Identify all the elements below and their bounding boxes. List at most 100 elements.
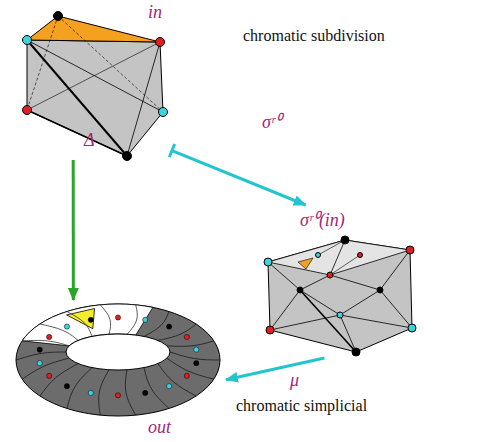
input-complex: [23, 36, 32, 45]
subdivided-complex: [341, 236, 349, 244]
subdivided-complex: [264, 236, 416, 356]
input-complex: [27, 40, 163, 156]
input-complex: [23, 12, 168, 161]
subdivided-complex: [330, 255, 360, 275]
subdivided-complex: [300, 275, 330, 290]
torus-body: [16, 304, 220, 416]
torus-vertex: [37, 347, 42, 352]
subdivided-complex: [352, 348, 360, 356]
torus-edge: [144, 368, 169, 409]
subdivided-complex: [380, 290, 412, 328]
subdivided-complex: [266, 326, 274, 334]
input-complex: [159, 108, 168, 117]
subdivided-complex: [377, 287, 383, 293]
subdivided-complex: [297, 287, 303, 293]
subdivided-complex: [300, 290, 356, 352]
subdivided-complex: [340, 315, 356, 352]
input-complex: [123, 152, 132, 161]
torus-vertex: [167, 324, 172, 329]
subdivided-complex: [330, 275, 380, 290]
subdivided-complex: [268, 240, 412, 352]
torus-vertex: [167, 384, 172, 389]
subdivided-complex: [268, 262, 300, 290]
torus-yellow-simplex: [67, 309, 95, 329]
complex-label: σʳ⁰(in): [300, 210, 345, 231]
torus-vertex: [194, 361, 199, 366]
torus-complex: [16, 304, 220, 416]
subdivided-complex-node: σʳ⁰(in): [262, 205, 418, 358]
input-complex: [27, 42, 160, 110]
subdivided-complex: [358, 253, 363, 258]
subdivided-complex: [340, 315, 412, 328]
mapping-caption: chromatic simplicial: [236, 397, 367, 415]
torus-edge: [67, 368, 92, 409]
torus-edge: [158, 364, 196, 396]
mapsto-bar: [169, 144, 174, 157]
torus-vertex: [47, 373, 52, 378]
torus-edge: [67, 312, 92, 337]
input-complex: [23, 106, 32, 115]
subdivided-complex: [264, 258, 272, 266]
torus-vertex: [64, 324, 69, 329]
subdivided-complex: [327, 272, 333, 278]
torus-edge: [22, 340, 69, 345]
torus-edge: [158, 324, 196, 340]
input-complex: [54, 12, 63, 21]
input-complex: [127, 42, 160, 156]
input-complex-node: in: [20, 2, 172, 160]
torus-vertex: [143, 390, 148, 395]
torus-hole: [66, 334, 170, 370]
torus-vertex: [184, 334, 189, 339]
torus-edge: [125, 370, 135, 415]
torus-vertex: [143, 317, 148, 322]
input-complex: [156, 38, 165, 47]
input-complex: [27, 110, 127, 156]
torus-vertex: [115, 315, 120, 320]
subdivided-complex: [406, 246, 414, 254]
input-complex: [27, 16, 58, 110]
torus-vertex: [184, 373, 189, 378]
complex-label: in: [148, 2, 162, 23]
subdivided-complex: [298, 258, 313, 269]
subdivided-complex: [270, 290, 300, 330]
subdivided-complex: [340, 290, 380, 315]
subdivided-complex: [318, 240, 345, 255]
torus-edge: [167, 341, 214, 346]
mapping-caption: chromatic subdivision: [243, 27, 385, 45]
map-label: μ: [290, 370, 299, 391]
torus-vertex: [194, 347, 199, 352]
torus-edge: [100, 305, 110, 334]
torus-edge: [127, 305, 137, 334]
map-label: Δ: [84, 130, 95, 151]
torus-edge: [40, 324, 78, 340]
torus-vertex: [88, 317, 93, 322]
input-complex: [27, 16, 160, 42]
torus-vertex: [37, 361, 42, 366]
torus-edge: [99, 370, 109, 415]
torus-vertex: [88, 390, 93, 395]
complex-label: out: [148, 417, 171, 438]
torus-vertex: [47, 334, 52, 339]
torus-edge: [22, 358, 69, 379]
output-complex-node: out: [14, 300, 226, 440]
mapping-arrow: [172, 151, 306, 205]
torus-edge: [40, 364, 78, 396]
input-complex: [58, 16, 163, 112]
map-label: σʳ⁰: [262, 112, 281, 133]
subdivided-complex: [408, 324, 416, 332]
subdivided-complex: [337, 312, 343, 318]
subdivided-complex: [268, 240, 410, 275]
torus-edge: [16, 352, 66, 360]
mapping-arrow: [72, 160, 75, 300]
torus-edge: [170, 352, 220, 360]
torus-edge: [167, 358, 214, 379]
torus-vertex: [64, 384, 69, 389]
input-complex: [27, 40, 127, 156]
mapping-arrow: [226, 358, 324, 380]
torus-vertex: [115, 393, 120, 398]
subdivided-complex: [316, 253, 321, 258]
torus-edge: [144, 312, 169, 337]
subdivided-complex: [380, 250, 410, 290]
